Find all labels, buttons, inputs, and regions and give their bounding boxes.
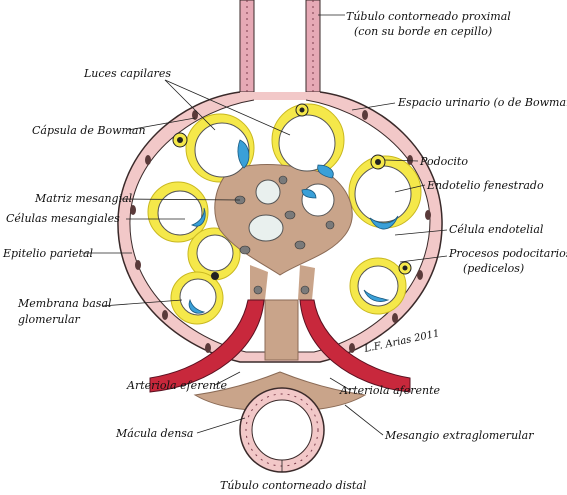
label-espacio: Espacio urinario (o de Bowman) [397,96,567,109]
label-capsula: Cápsula de Bowman [32,124,146,137]
label-macula: Mácula densa [115,427,193,440]
label-pct-2: (con su borde en cepillo) [354,25,492,38]
label-eferente: Arteriola eferente [126,379,227,392]
leader-lines [82,14,448,472]
label-epitelio: Epitelio parietal [2,247,94,260]
parietal-cells [130,110,431,353]
label-mesangio-extra: Mesangio extraglomerular [384,429,534,442]
label-pct-1: Túbulo contorneado proximal [346,10,511,23]
mesangial-cells [234,175,335,295]
label-aferente: Arteriola aferente [339,384,441,397]
label-podocito: Podocito [419,155,468,168]
label-celulas-mes: Células mesangiales [6,212,120,225]
endothelial-cells [188,139,399,314]
label-procesos-1: Procesos podocitarios [448,247,567,260]
podocyte-bodies [172,103,412,280]
label-matriz: Matriz mesangial [34,192,133,205]
label-procesos-2: (pedicelos) [463,262,524,275]
distal-tubule [239,387,325,473]
label-endotelio: Endotelio fenestrado [426,179,544,192]
label-cel-endo: Célula endotelial [449,223,544,236]
proximal-tubule [239,0,321,93]
label-membrana-2: glomerular [18,313,81,326]
label-tcd: Túbulo contorneado distal [220,479,367,492]
label-luces: Luces capilares [83,67,171,80]
label-membrana-1: Membrana basal [17,297,112,310]
